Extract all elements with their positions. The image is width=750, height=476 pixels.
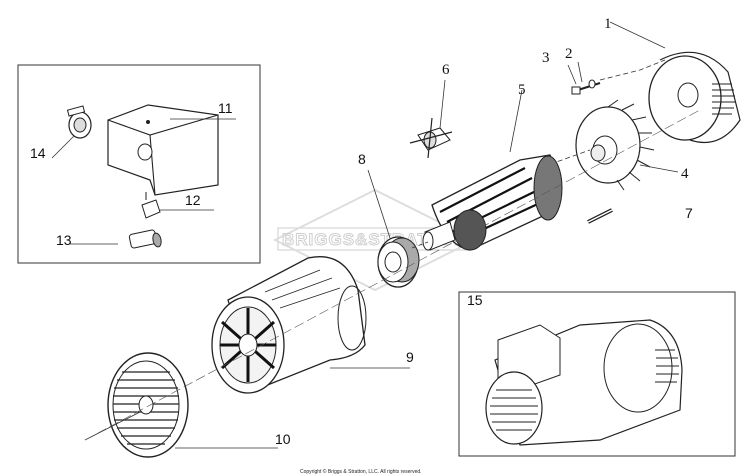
callout-14: 14: [30, 145, 46, 161]
fan: [519, 99, 679, 191]
callout-5: 5: [518, 82, 526, 98]
key: [587, 208, 613, 224]
callout-10: 10: [275, 431, 291, 447]
callout-13: 13: [56, 232, 72, 248]
shaft-centerline: [84, 109, 701, 441]
front-cover: [84, 352, 278, 458]
rear-cover: [609, 21, 741, 144]
callout-12: 12: [185, 192, 201, 208]
rotor: [422, 89, 563, 251]
stator: [211, 256, 410, 394]
assembly-inset: [458, 291, 736, 457]
callout-2: 2: [565, 46, 573, 62]
callout-7: 7: [685, 205, 693, 221]
callout-1: 1: [604, 16, 612, 32]
callout-11: 11: [218, 100, 233, 116]
callout-3: 3: [542, 50, 550, 66]
callout-6: 6: [442, 62, 450, 78]
callout-9: 9: [406, 349, 414, 365]
screw-and-washer: [567, 59, 666, 95]
callout-8: 8: [358, 151, 366, 167]
copyright-notice: Copyright © Briggs & Stratton, LLC. All …: [300, 468, 422, 475]
bearing: [367, 169, 429, 288]
callout-4: 4: [681, 166, 689, 182]
callout-15: 15: [467, 292, 483, 308]
control-box-inset: [17, 64, 261, 264]
rectifier: [409, 79, 453, 159]
